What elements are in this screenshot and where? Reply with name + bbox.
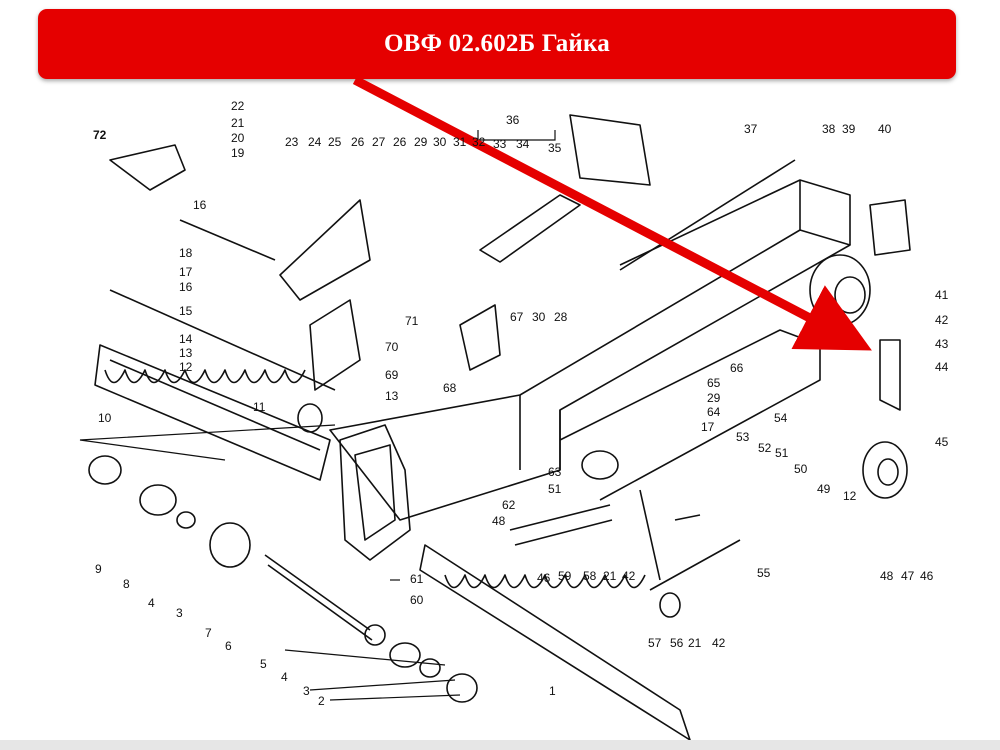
callout-lines <box>79 130 556 701</box>
callout-8: 8 <box>123 577 130 591</box>
callout-29b: 29 <box>707 391 721 405</box>
callout-21c: 21 <box>688 636 702 650</box>
callout-47: 47 <box>901 569 915 583</box>
callout-1: 1 <box>549 684 556 698</box>
title-banner: ОВФ 02.602Б Гайка <box>38 9 956 79</box>
callout-12b: 12 <box>843 489 857 503</box>
callout-19: 19 <box>231 146 245 160</box>
callout-24: 24 <box>308 135 322 149</box>
callout-16a: 16 <box>193 198 207 212</box>
callout-21b: 21 <box>603 569 617 583</box>
callout-51b: 51 <box>548 482 562 496</box>
callout-49: 49 <box>817 482 831 496</box>
callout-51a: 51 <box>775 446 789 460</box>
callout-15: 15 <box>179 304 193 318</box>
callout-63: 63 <box>548 465 562 479</box>
callout-35: 35 <box>548 141 562 155</box>
callout-21a: 21 <box>231 116 245 130</box>
callout-11: 11 <box>253 400 266 414</box>
callout-65: 65 <box>707 376 721 390</box>
callout-18: 18 <box>179 246 193 260</box>
callout-23: 23 <box>285 135 299 149</box>
callout-14: 14 <box>179 332 193 346</box>
arrow-pointer-icon <box>352 76 872 351</box>
banner-title: ОВФ 02.602Б Гайка <box>384 30 610 57</box>
callout-5: 5 <box>260 657 267 671</box>
callout-30a: 30 <box>433 135 447 149</box>
callout-42c: 42 <box>712 636 726 650</box>
callout-56: 56 <box>670 636 684 650</box>
callout-59: 59 <box>558 569 572 583</box>
callout-9: 9 <box>95 562 102 576</box>
callout-29a: 29 <box>414 135 428 149</box>
callout-46a: 46 <box>920 569 934 583</box>
callout-45: 45 <box>935 435 949 449</box>
callout-62: 62 <box>502 498 516 512</box>
callout-31: 31 <box>453 135 467 149</box>
callout-3a: 3 <box>176 606 183 620</box>
callout-33: 33 <box>493 137 507 151</box>
callout-42b: 42 <box>622 569 636 583</box>
callout-17a: 17 <box>179 265 193 279</box>
callout-44: 44 <box>935 360 949 374</box>
callout-17b: 17 <box>701 420 715 434</box>
callout-4a: 4 <box>148 596 155 610</box>
callout-13a: 13 <box>179 346 193 360</box>
callout-64: 64 <box>707 405 721 419</box>
callout-57: 57 <box>648 636 662 650</box>
callout-6: 6 <box>225 639 232 653</box>
callout-26b: 26 <box>393 135 407 149</box>
callout-22: 22 <box>231 99 245 113</box>
callout-43: 43 <box>935 337 949 351</box>
callout-48a: 48 <box>880 569 894 583</box>
callout-40: 40 <box>878 122 892 136</box>
callout-46b: 46 <box>537 571 551 585</box>
callout-58: 58 <box>583 569 597 583</box>
callout-61: 61 <box>410 572 424 586</box>
callout-54: 54 <box>774 411 788 425</box>
callout-48b: 48 <box>492 514 506 528</box>
callout-32: 32 <box>472 135 486 149</box>
callout-4b: 4 <box>281 670 288 684</box>
callout-27: 27 <box>372 135 386 149</box>
callout-70: 70 <box>385 340 399 354</box>
callout-2: 2 <box>318 694 325 708</box>
callout-37: 37 <box>744 122 758 136</box>
diagram-drawing <box>88 114 911 741</box>
callout-67: 67 <box>510 310 524 324</box>
callout-41: 41 <box>935 288 949 302</box>
callout-66: 66 <box>730 361 744 375</box>
callout-50: 50 <box>794 462 808 476</box>
callout-20: 20 <box>231 131 245 145</box>
callout-69: 69 <box>385 368 399 382</box>
callout-60: 60 <box>410 593 424 607</box>
callout-25: 25 <box>328 135 342 149</box>
callout-39: 39 <box>842 122 856 136</box>
callout-42a: 42 <box>935 313 949 327</box>
callout-7: 7 <box>205 626 212 640</box>
callout-numbers: 1 2 3 3 4 4 5 6 7 8 9 10 11 12 12 13 13 … <box>93 99 949 708</box>
callout-72: 72 <box>93 128 107 142</box>
bottom-strip <box>0 740 1000 750</box>
callout-55: 55 <box>757 566 771 580</box>
callout-53: 53 <box>736 430 750 444</box>
callout-28: 28 <box>554 310 568 324</box>
callout-12a: 12 <box>179 360 193 374</box>
callout-13b: 13 <box>385 389 399 403</box>
callout-3b: 3 <box>303 684 310 698</box>
callout-71: 71 <box>405 314 419 328</box>
callout-26a: 26 <box>351 135 365 149</box>
callout-16b: 16 <box>179 280 193 294</box>
callout-34: 34 <box>516 137 530 151</box>
callout-68: 68 <box>443 381 457 395</box>
callout-36: 36 <box>506 113 520 127</box>
callout-30b: 30 <box>532 310 546 324</box>
callout-38: 38 <box>822 122 836 136</box>
callout-10: 10 <box>98 411 112 425</box>
callout-52: 52 <box>758 441 772 455</box>
